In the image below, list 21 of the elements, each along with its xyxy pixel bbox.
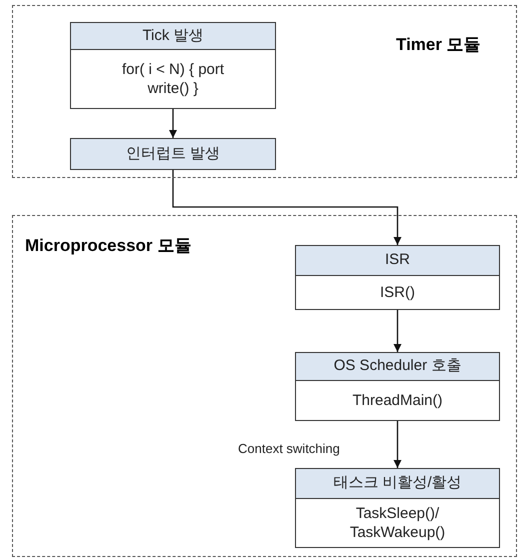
box-body: TaskSleep()/ TaskWakeup() — [348, 504, 446, 543]
arrow — [172, 170, 402, 245]
box-body: ThreadMain() — [351, 390, 444, 411]
arrow — [169, 109, 177, 138]
box-body: for( i < N) { port write() } — [120, 60, 226, 99]
module-region — [12, 215, 517, 557]
module-title: Microprocessor 모듈 — [25, 235, 192, 257]
process-box — [295, 468, 500, 548]
arrow — [394, 310, 402, 352]
module-title: Timer 모듈 — [396, 34, 481, 56]
arrow — [394, 421, 402, 468]
box-body: ISR() — [379, 282, 416, 303]
box-heading: Tick 발생 — [71, 23, 275, 50]
process-box — [70, 22, 276, 109]
box-heading: 인터럽트 발생 — [71, 139, 275, 169]
box-heading: 태스크 비활성/활성 — [296, 469, 499, 499]
module-region — [12, 5, 517, 178]
box-heading: OS Scheduler 호출 — [296, 353, 499, 381]
process-box — [295, 245, 500, 310]
box-heading: ISR — [296, 246, 499, 276]
process-box — [295, 352, 500, 421]
